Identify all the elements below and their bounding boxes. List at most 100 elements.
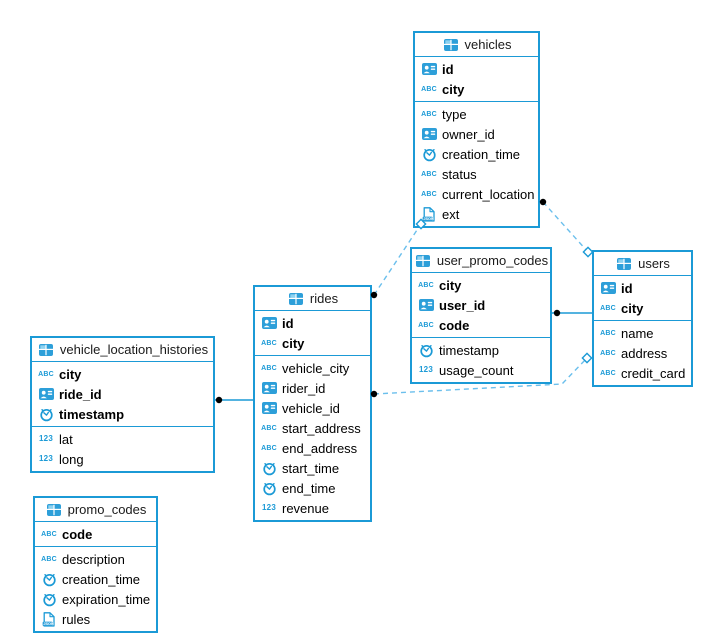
column-row-timestamp[interactable]: timestamp xyxy=(32,404,213,424)
column-row-creation_time[interactable]: creation_time xyxy=(35,569,156,589)
column-label: id xyxy=(442,61,454,77)
column-label: revenue xyxy=(282,500,329,516)
json-icon: JSON xyxy=(40,611,58,627)
idcard-icon xyxy=(417,297,435,313)
table-title: promo_codes xyxy=(67,502,147,517)
column-row-id[interactable]: id xyxy=(594,278,691,298)
number-icon: 123 xyxy=(39,454,53,463)
column-row-expiration_time[interactable]: expiration_time xyxy=(35,589,156,609)
table-header[interactable]: vehicles xyxy=(415,33,538,57)
column-row-rider_id[interactable]: rider_id xyxy=(255,378,370,398)
column-label: city xyxy=(442,81,465,97)
clock-icon xyxy=(420,146,438,162)
text-icon: ABC xyxy=(421,110,437,118)
relation-endpoint-dot xyxy=(553,309,561,317)
column-label: timestamp xyxy=(59,406,125,422)
column-row-vehicle_id[interactable]: vehicle_id xyxy=(255,398,370,418)
text-icon: ABC xyxy=(600,369,616,377)
table-header[interactable]: vehicle_location_histories xyxy=(32,338,213,362)
column-label: usage_count xyxy=(439,362,514,378)
column-row-creation_time[interactable]: creation_time xyxy=(415,144,538,164)
column-row-id[interactable]: id xyxy=(255,313,370,333)
svg-text:JSON: JSON xyxy=(423,217,434,221)
table-icon xyxy=(414,253,432,269)
column-row-start_address[interactable]: ABC start_address xyxy=(255,418,370,438)
column-label: start_time xyxy=(282,460,340,476)
column-label: timestamp xyxy=(439,342,499,358)
number-icon: 123 xyxy=(39,434,53,443)
column-label: city xyxy=(282,335,305,351)
column-row-ext[interactable]: JSON ext xyxy=(415,204,538,224)
column-label: description xyxy=(62,551,125,567)
clock-icon xyxy=(37,406,55,422)
json-icon: JSON xyxy=(420,206,438,222)
text-icon: ABC xyxy=(38,370,54,378)
table-header[interactable]: rides xyxy=(255,287,370,311)
column-label: id xyxy=(282,315,294,331)
column-row-owner_id[interactable]: owner_id xyxy=(415,124,538,144)
idcard-icon xyxy=(37,386,55,402)
table-title: rides xyxy=(309,291,339,306)
clock-icon xyxy=(260,480,278,496)
text-icon: ABC xyxy=(418,281,434,289)
text-icon: ABC xyxy=(600,304,616,312)
column-row-ride_id[interactable]: ride_id xyxy=(32,384,213,404)
column-row-id[interactable]: id xyxy=(415,59,538,79)
table-header[interactable]: user_promo_codes xyxy=(412,249,550,273)
column-row-start_time[interactable]: start_time xyxy=(255,458,370,478)
column-row-user_id[interactable]: user_id xyxy=(412,295,550,315)
column-row-timestamp[interactable]: timestamp xyxy=(412,340,550,360)
text-icon: ABC xyxy=(261,424,277,432)
column-label: owner_id xyxy=(442,126,495,142)
column-row-end_time[interactable]: end_time xyxy=(255,478,370,498)
text-icon: ABC xyxy=(600,349,616,357)
column-label: start_address xyxy=(282,420,361,436)
table-icon xyxy=(442,37,460,53)
table-header[interactable]: promo_codes xyxy=(35,498,156,522)
column-label: ext xyxy=(442,206,460,222)
column-label: id xyxy=(621,280,633,296)
column-row-city[interactable]: ABC city xyxy=(412,275,550,295)
idcard-icon xyxy=(260,315,278,331)
column-label: city xyxy=(439,277,462,293)
column-row-credit_card[interactable]: ABC credit_card xyxy=(594,363,691,383)
table-title: user_promo_codes xyxy=(436,253,549,268)
column-label: credit_card xyxy=(621,365,686,381)
clock-icon xyxy=(417,342,435,358)
text-icon: ABC xyxy=(418,321,434,329)
table-header[interactable]: users xyxy=(594,252,691,276)
column-label: current_location xyxy=(442,186,535,202)
